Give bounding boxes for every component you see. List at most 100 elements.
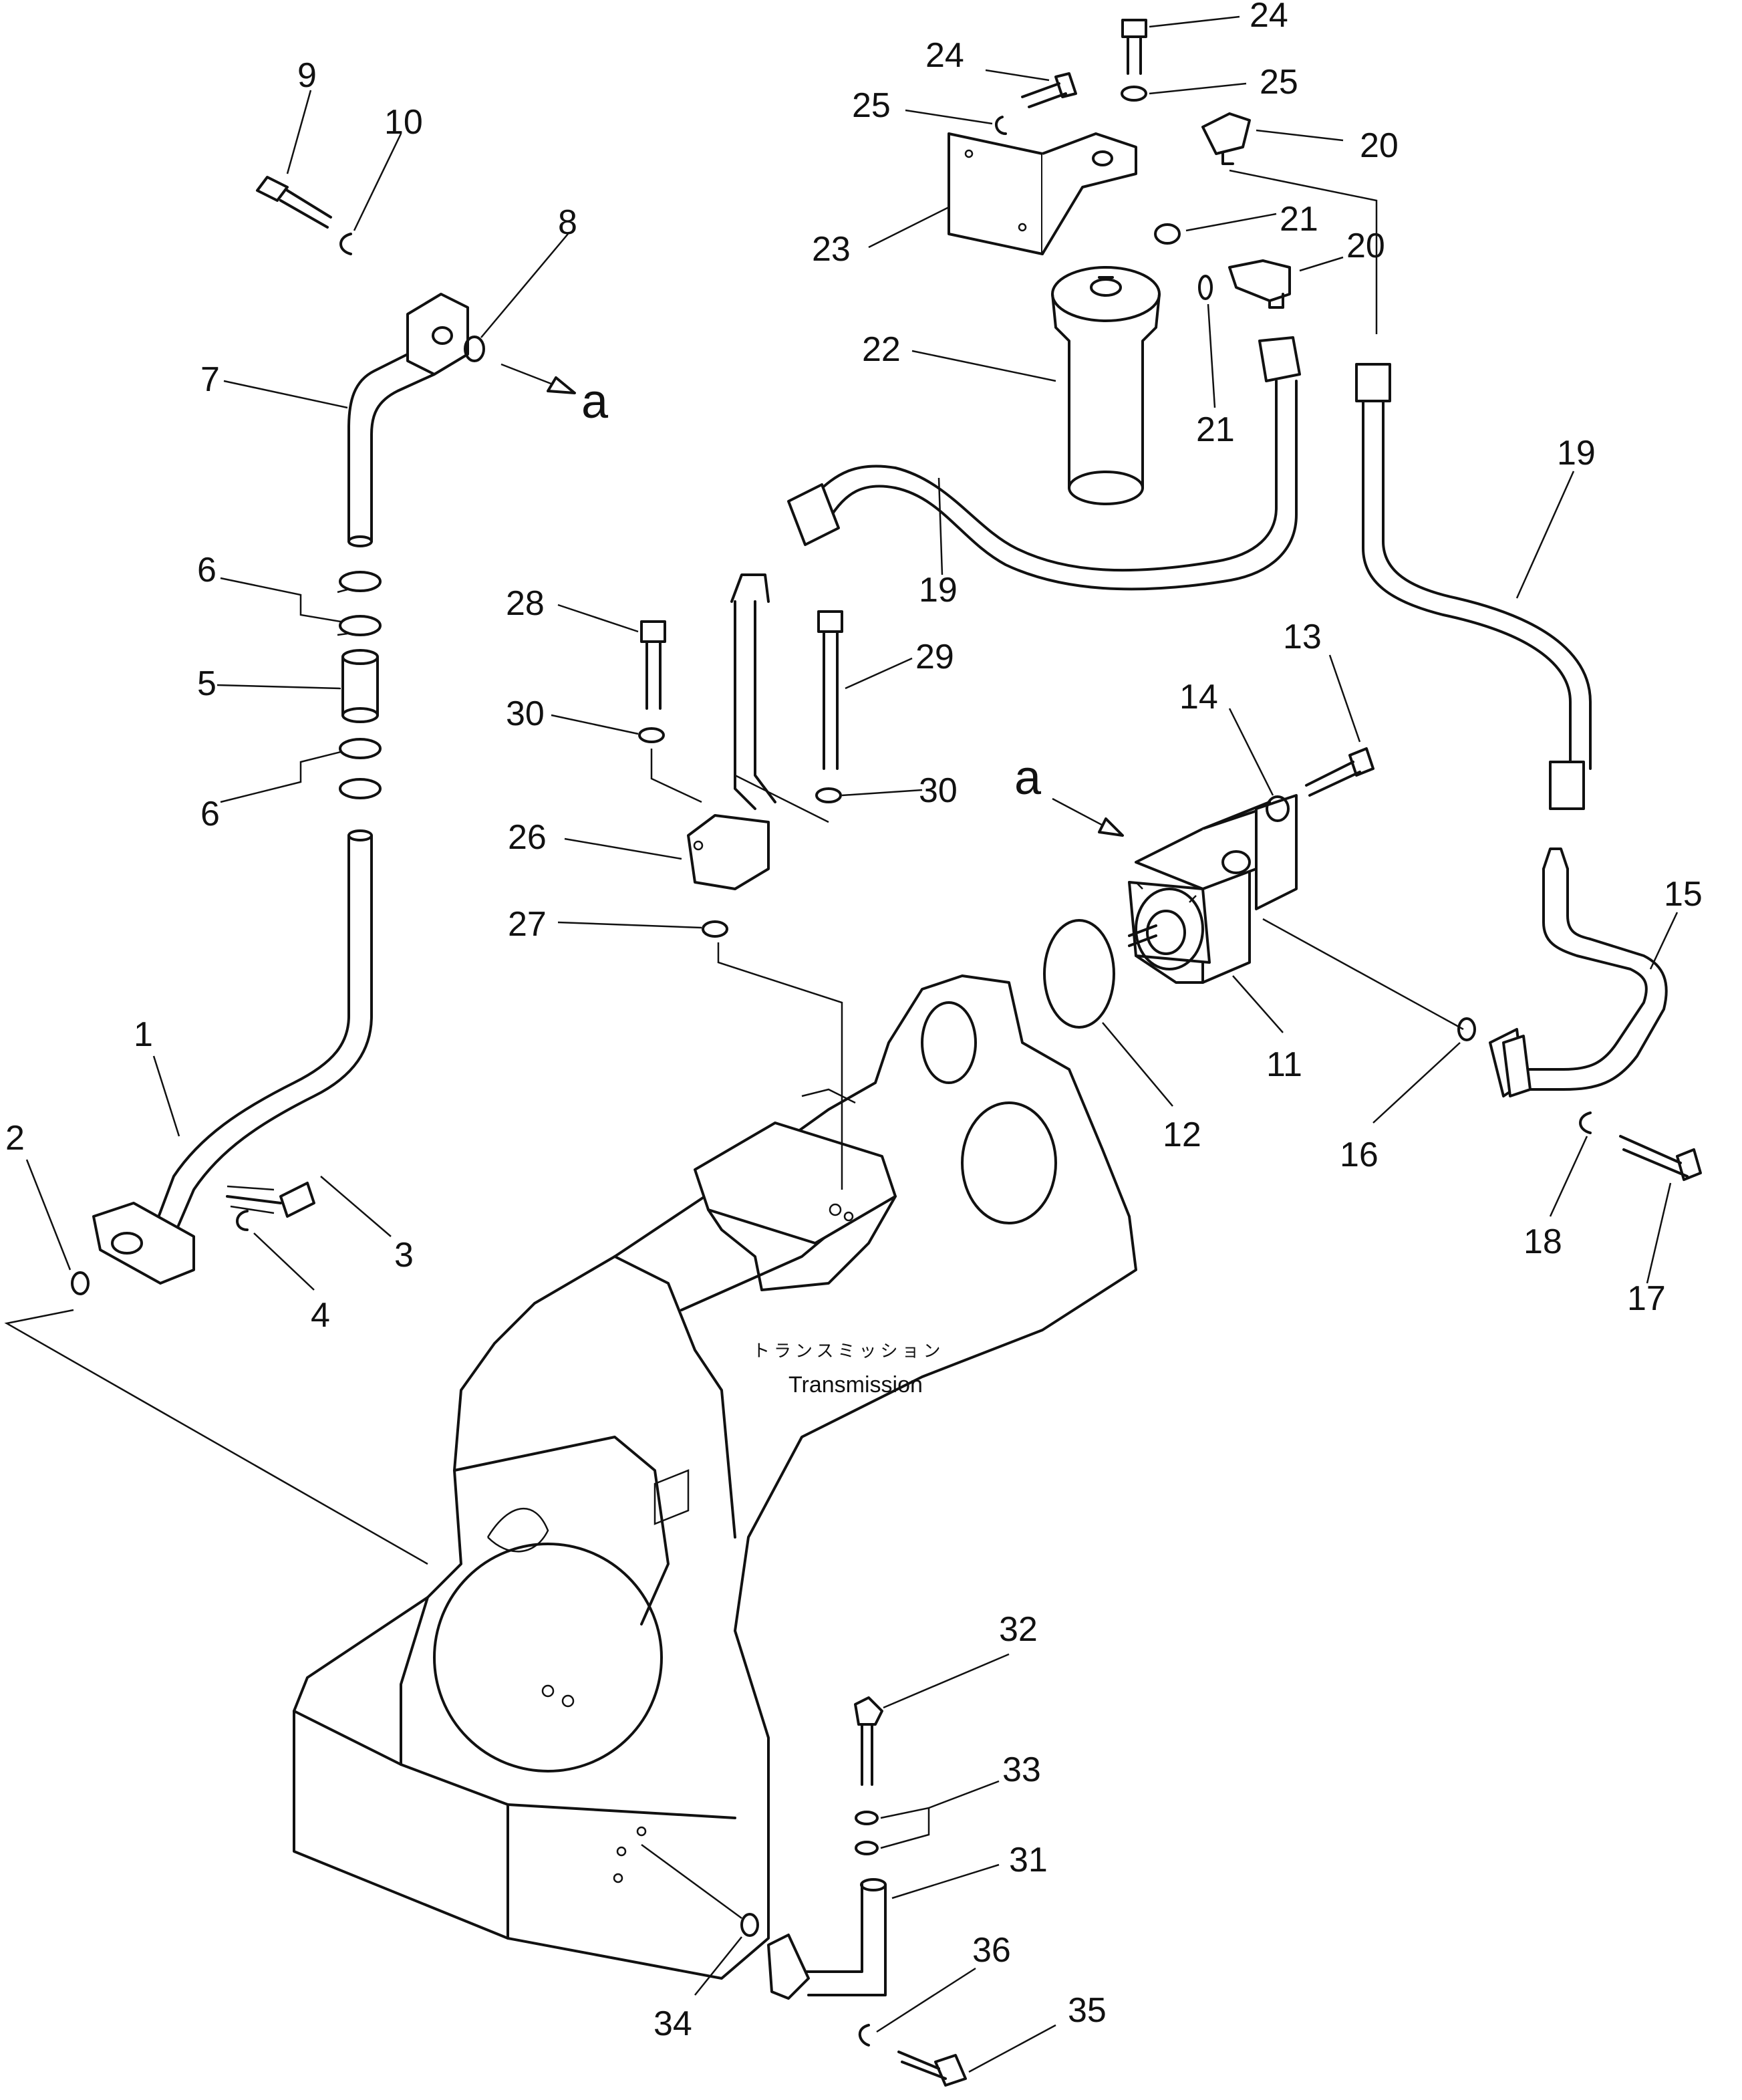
elbow-20-upper	[1201, 112, 1251, 165]
callout-20b: 20	[1346, 227, 1385, 265]
o-ring-34	[740, 1913, 759, 1937]
callout-24b: 24	[1250, 0, 1288, 35]
o-ring-21-upper	[1154, 223, 1181, 245]
callout-6b: 6	[200, 795, 220, 833]
o-ring-16	[1457, 1017, 1476, 1041]
callout-leaders	[25, 15, 1679, 2073]
callout-18: 18	[1523, 1222, 1562, 1261]
o-ring-27	[702, 920, 728, 938]
callout-26: 26	[508, 818, 547, 857]
dipstick-32	[854, 1696, 883, 1786]
lock-washer-36	[858, 2024, 870, 2047]
callout-13: 13	[1283, 618, 1322, 656]
callout-labels: 1 2 3 4 5 6 6 7 8 9 10 11 12 13 14 15 16…	[5, 0, 1703, 2043]
pump-bolt-13	[1305, 747, 1374, 797]
delivery-pipe-15	[1489, 847, 1668, 1097]
o-ring-8	[464, 336, 485, 362]
view-arrow-a-pump: a	[1014, 751, 1124, 837]
flange-bolt-9	[256, 176, 332, 229]
callout-33: 33	[1002, 1750, 1041, 1789]
washer-14	[1266, 795, 1290, 822]
elbow-20-lower	[1228, 259, 1291, 309]
callout-7: 7	[200, 360, 220, 399]
callout-11: 11	[1266, 1045, 1302, 1084]
callout-22: 22	[862, 330, 901, 369]
callout-3: 3	[394, 1236, 414, 1275]
callout-8: 8	[558, 203, 577, 242]
hose-route-line	[1229, 169, 1378, 334]
hose-clamp-6-upper	[337, 571, 382, 636]
flange-bolt-17	[1619, 1135, 1702, 1181]
washer-30-right	[815, 787, 842, 803]
o-ring-12	[1043, 919, 1115, 1029]
lock-washer-25-top	[1121, 86, 1147, 102]
callout-15: 15	[1664, 875, 1703, 914]
callout-30a: 30	[506, 694, 545, 733]
callout-24a: 24	[925, 36, 964, 75]
view-arrow-a-upper: a	[500, 363, 609, 428]
lock-washer-4	[236, 1210, 249, 1231]
callout-32: 32	[999, 1610, 1038, 1649]
bolt-28	[640, 620, 666, 710]
callout-20a: 20	[1360, 126, 1399, 165]
callout-2: 2	[5, 1119, 25, 1158]
lock-washer-10	[339, 233, 352, 255]
filter-bracket-23	[948, 132, 1137, 255]
callout-6a: 6	[197, 551, 216, 589]
callout-34: 34	[654, 2004, 692, 2043]
o-ring-2	[71, 1271, 90, 1295]
suction-pipe-lower	[92, 829, 373, 1285]
bracket-bolt-24-top	[1121, 19, 1147, 75]
o-ring-2-route	[4, 1309, 428, 1565]
flange-bolt-3	[226, 1182, 315, 1218]
washer-30-left	[638, 727, 665, 743]
callout-28: 28	[506, 584, 545, 623]
callout-25a: 25	[852, 86, 891, 125]
callout-21a: 21	[1280, 200, 1318, 239]
callout-21b: 21	[1196, 410, 1235, 449]
callout-1: 1	[134, 1015, 153, 1054]
flange-bolt-35	[897, 2051, 967, 2087]
suction-pipe-upper	[347, 293, 469, 547]
connector-hose-5	[341, 649, 379, 723]
view-marker-a-pump: a	[1014, 751, 1042, 805]
callout-10: 10	[384, 103, 423, 142]
view-marker-a-upper: a	[581, 375, 609, 428]
transmission-housing	[293, 974, 1137, 1980]
hose-19-pump	[1355, 363, 1592, 810]
hose-clamp-6-lower	[339, 738, 382, 799]
callout-17: 17	[1627, 1279, 1666, 1318]
pump-to-pipe-15-route	[1262, 918, 1464, 1031]
callout-12: 12	[1163, 1115, 1201, 1154]
bracket-bolt-24-left	[1021, 72, 1077, 108]
lock-washer-25-left	[995, 116, 1007, 135]
o-ring-34-route	[641, 1843, 742, 1920]
transmission-label-en: Transmission	[788, 1372, 923, 1398]
gear-pump-11	[1128, 794, 1298, 984]
bolt-29-route	[734, 774, 829, 823]
bolt-29	[817, 610, 843, 770]
callout-27: 27	[508, 905, 547, 944]
callout-16: 16	[1340, 1136, 1378, 1174]
drain-pipe-31	[767, 1878, 887, 2000]
hose-19-filter	[787, 336, 1301, 591]
callout-35: 35	[1068, 1991, 1107, 2030]
oil-filter-22	[1051, 266, 1161, 505]
callout-4: 4	[311, 1296, 330, 1335]
lock-washer-18	[1579, 1111, 1592, 1134]
callout-36: 36	[972, 1931, 1011, 1970]
o-ring-27-route	[717, 942, 843, 1190]
callout-9: 9	[297, 56, 317, 95]
callout-5: 5	[197, 664, 216, 703]
o-ring-33-lower	[855, 1841, 879, 1855]
callout-30b: 30	[919, 771, 958, 810]
o-ring-21-lower	[1198, 275, 1213, 300]
transmission-label-jp: トランスミッション	[752, 1341, 944, 1361]
bolt-28-route	[650, 749, 702, 803]
callout-29: 29	[915, 638, 954, 676]
callout-23: 23	[812, 230, 851, 269]
callout-19a: 19	[919, 571, 958, 610]
callout-19b: 19	[1557, 434, 1596, 473]
callout-31: 31	[1009, 1841, 1048, 1879]
